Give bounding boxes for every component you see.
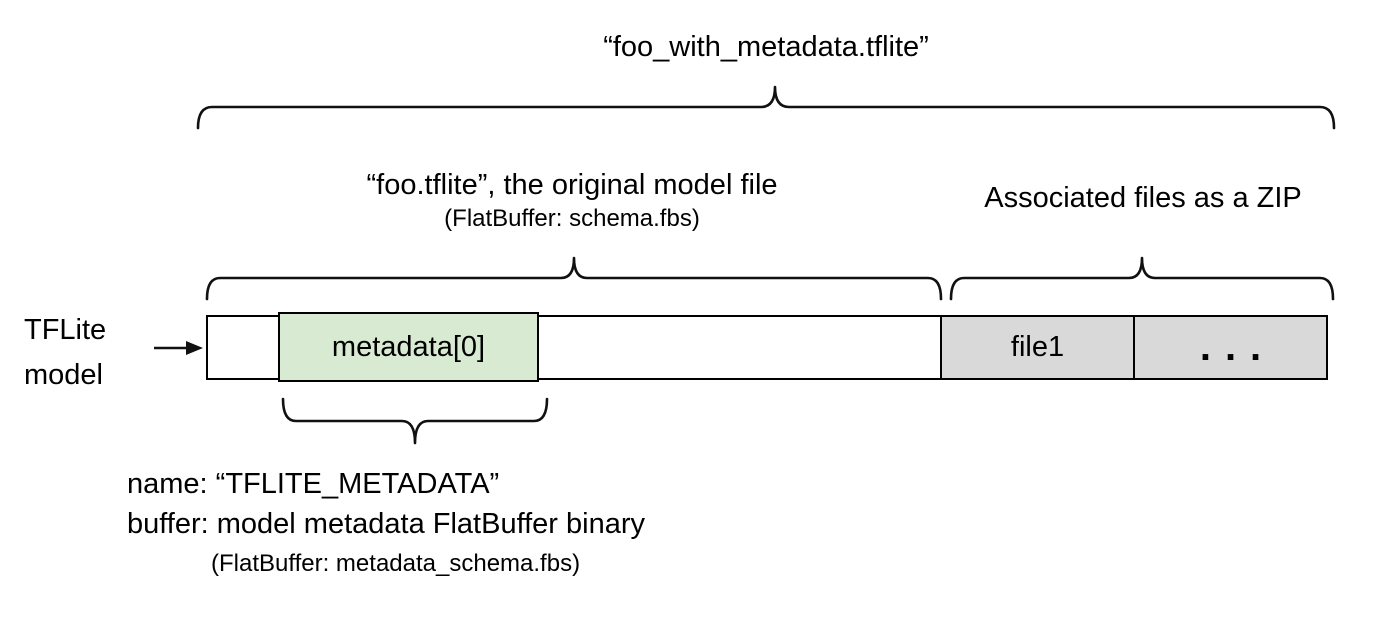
metadata-cell-label: metadata[0] — [331, 330, 486, 363]
model-file-brace — [205, 256, 943, 301]
model-section-sublabel: (FlatBuffer: schema.fbs) — [444, 205, 700, 232]
metadata-cell: metadata[0] — [278, 312, 539, 382]
metadata-annotation-name: name: “TFLITE_METADATA” — [127, 468, 500, 500]
zip-files-brace — [949, 256, 1335, 301]
zip-section-label: Associated files as a ZIP — [984, 182, 1302, 214]
arrowhead-icon — [186, 341, 203, 355]
file1-cell: file1 — [940, 315, 1135, 380]
metadata-annotation: name: “TFLITE_METADATA” buffer: model me… — [127, 464, 645, 584]
filename-title: “foo_with_metadata.tflite” — [603, 31, 929, 63]
tflite-model-label-line2: model — [24, 359, 103, 391]
more-files-dots: ... — [1199, 325, 1276, 369]
model-section-label: “foo.tflite”, the original model file — [366, 169, 778, 201]
tflite-model-label-line1: TFLite — [24, 314, 107, 346]
metadata-annotation-schema: (FlatBuffer: metadata_schema.fbs) — [211, 550, 581, 577]
tflite-model-label: TFLite model — [24, 308, 106, 398]
more-files-cell: ... — [1135, 315, 1328, 380]
file1-cell-label: file1 — [1010, 331, 1065, 363]
filename-brace — [196, 85, 1336, 130]
metadata-brace — [281, 397, 549, 445]
metadata-annotation-buffer: buffer: model metadata FlatBuffer binary — [127, 508, 645, 540]
